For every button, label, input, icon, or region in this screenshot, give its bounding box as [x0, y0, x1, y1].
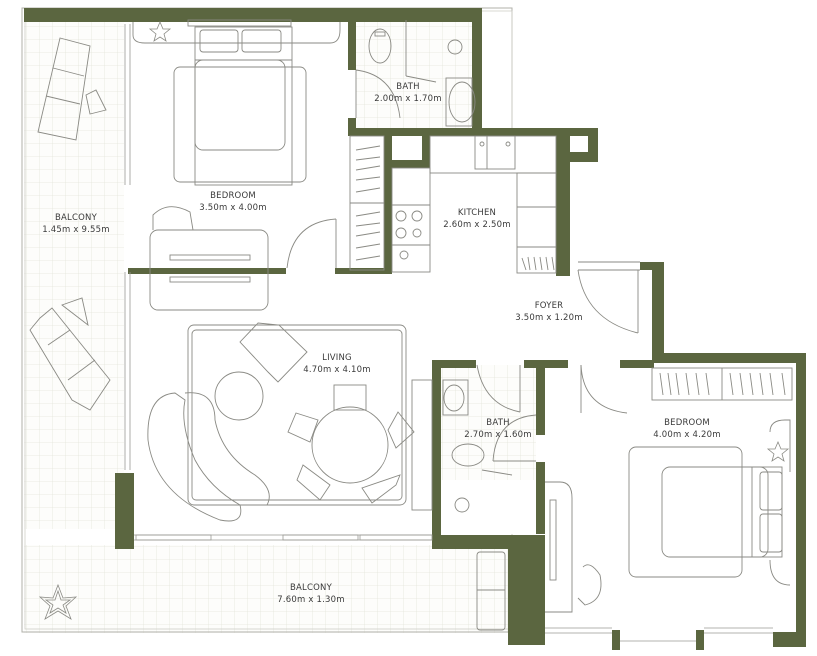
room-name: BEDROOM — [664, 418, 710, 428]
room-name: LIVING — [322, 353, 352, 363]
plant-icon — [766, 440, 790, 462]
room-label-kitchen: KITCHEN 2.60m x 2.50m — [443, 207, 510, 231]
furniture — [29, 19, 793, 631]
room-dimensions: 2.00m x 1.70m — [374, 94, 442, 104]
room-label-foyer: FOYER 3.50m x 1.20m — [515, 300, 582, 324]
doors — [286, 69, 640, 462]
room-name: BALCONY — [290, 583, 332, 593]
balcony-south-floor — [24, 545, 512, 633]
balcony-west-floor — [24, 9, 124, 529]
room-dimensions: 4.70m x 4.10m — [303, 365, 371, 375]
room-dimensions: 3.50m x 1.20m — [515, 313, 583, 323]
room-label-bath-upper: BATH 2.00m x 1.70m — [374, 81, 441, 105]
walls — [24, 8, 806, 650]
room-dimensions: 3.50m x 4.00m — [199, 203, 267, 213]
room-name: BEDROOM — [210, 191, 256, 201]
room-label-balcony-west: BALCONY 1.45m x 9.55m — [42, 212, 109, 236]
room-dimensions: 7.60m x 1.30m — [277, 595, 345, 605]
room-dimensions: 4.00m x 4.20m — [653, 430, 721, 440]
room-label-bath-lower: BATH 2.70m x 1.60m — [464, 417, 531, 441]
room-label-bedroom-master: BEDROOM 3.50m x 4.00m — [199, 190, 266, 214]
windows — [124, 24, 773, 642]
room-name: KITCHEN — [457, 208, 497, 218]
room-label-balcony-south: BALCONY 7.60m x 1.30m — [277, 582, 344, 606]
bath-upper-floor — [356, 20, 478, 128]
room-dimensions: 1.45m x 9.55m — [42, 225, 110, 235]
room-label-living: LIVING 4.70m x 4.10m — [303, 352, 370, 376]
room-name: FOYER — [534, 301, 564, 311]
room-name: BATH — [486, 418, 510, 428]
room-dimensions: 2.60m x 2.50m — [443, 220, 511, 230]
plant-icon — [38, 583, 78, 620]
room-dimensions: 2.70m x 1.60m — [464, 430, 532, 440]
room-name: BATH — [396, 82, 420, 92]
room-name: BALCONY — [55, 213, 97, 223]
plant-icon — [148, 20, 172, 42]
room-label-bedroom-second: BEDROOM 4.00m x 4.20m — [653, 417, 720, 441]
